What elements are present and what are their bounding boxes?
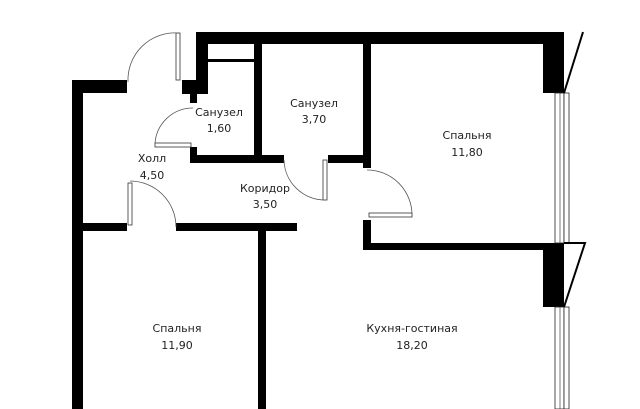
window-kitchen: [554, 306, 565, 409]
bedroom1-door[interactable]: [366, 169, 413, 218]
room-bathroom1-area: 1,60: [207, 122, 232, 135]
window-balcony-upper: [563, 92, 570, 244]
wall-bedroom1-left-upper: [363, 44, 371, 168]
wall-shaft: [208, 59, 255, 62]
window-balcony-lower: [563, 306, 570, 409]
room-kitchen-name: Кухня-гостиная: [366, 322, 457, 335]
room-bedroom2-area: 11,90: [161, 339, 193, 352]
wall-bedroom1-left-lower: [363, 220, 371, 250]
wall-entrance-block: [196, 32, 208, 94]
room-bedroom2-name: Спальня: [153, 322, 202, 335]
wall-between-bathrooms: [254, 44, 262, 162]
wall-right-column-upper: [543, 32, 564, 93]
balcony-edge-lower: [563, 242, 587, 308]
balcony-edge-upper: [563, 31, 584, 94]
bathroom1-door[interactable]: [154, 107, 194, 148]
hall-bedroom-door[interactable]: [127, 180, 177, 228]
wall-left-outer: [72, 80, 83, 409]
wall-bedroom1-bottom: [363, 243, 563, 250]
wall-entrance-jamb: [182, 80, 208, 94]
bathroom2-door[interactable]: [283, 159, 328, 201]
wall-right-column-lower: [543, 243, 564, 307]
room-hall-area: 4,50: [140, 169, 165, 182]
walls: [72, 32, 564, 409]
wall-bathroom2-bottom: [328, 155, 368, 163]
wall-hall-bedroom-right: [176, 223, 297, 231]
windows: [554, 31, 587, 409]
wall-bedroom2-kitchen: [258, 223, 266, 409]
window-bedroom: [554, 92, 565, 244]
wall-bathroom1-jamb: [190, 147, 197, 157]
room-bathroom2-name: Санузел: [290, 97, 338, 110]
wall-jamb-small: [190, 94, 197, 103]
wall-hall-bedroom-left: [72, 223, 127, 231]
room-kitchen-area: 18,20: [396, 339, 428, 352]
room-bathroom1-name: Санузел: [195, 106, 243, 119]
wall-top: [196, 32, 564, 44]
wall-bathroom1-bottom: [190, 155, 284, 163]
room-bathroom2-area: 3,70: [302, 113, 327, 126]
room-bedroom1-name: Спальня: [443, 129, 492, 142]
room-hall-name: Холл: [138, 152, 166, 165]
entrance-door[interactable]: [127, 32, 181, 83]
room-bedroom1-area: 11,80: [451, 146, 483, 159]
doors: [127, 32, 413, 228]
room-corridor-name: Коридор: [240, 182, 290, 195]
room-labels: Санузел 1,60 Санузел 3,70 Спальня 11,80 …: [138, 97, 492, 352]
room-corridor-area: 3,50: [253, 198, 278, 211]
wall-hall-top: [72, 80, 127, 93]
